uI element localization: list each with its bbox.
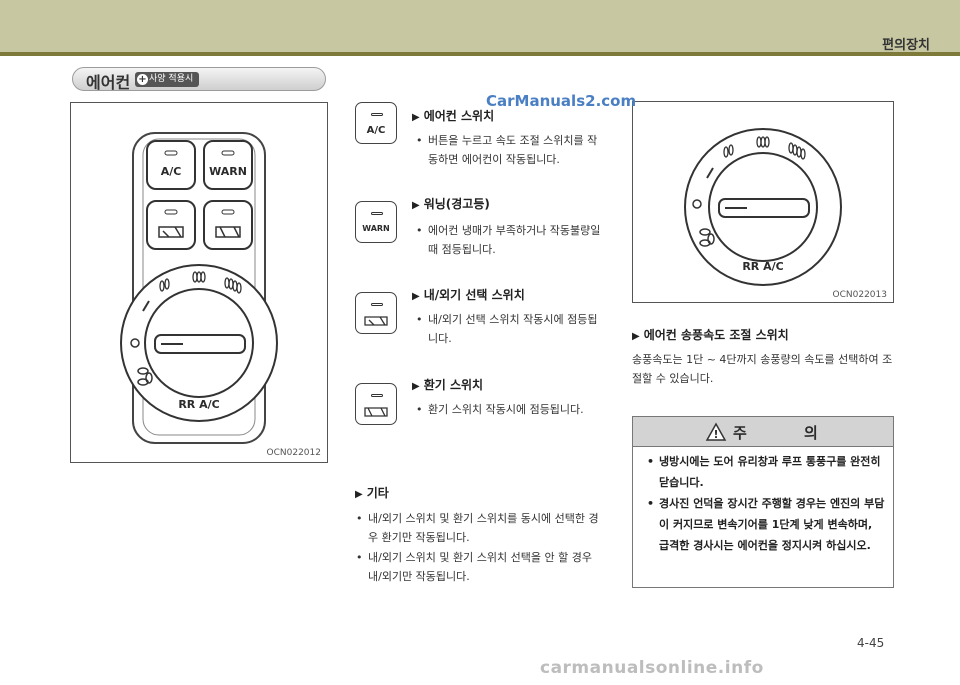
- figure-caption-right: OCN022013: [832, 290, 887, 300]
- header-band: [0, 0, 960, 52]
- icon-label: A/C: [366, 125, 386, 136]
- item-text: 에어컨 냉매가 부족하거나 작동불량일 때 점등됩니다.: [416, 221, 604, 259]
- warn-button-icon: WARN: [355, 201, 397, 243]
- page-number: 4-45: [857, 636, 885, 650]
- caution-title: 주 의: [733, 424, 844, 442]
- triangle-icon: ▶: [412, 381, 420, 392]
- control-panel-figure: A/C WARN RR A/C OCN022012: [70, 102, 328, 463]
- fan-knob-illustration: [684, 128, 842, 286]
- caution-box: ! 주 의 냉방시에는 도어 유리창과 루프 통풍구를 완전히 닫습니다. 경사…: [632, 416, 894, 588]
- recirculation-icon: [364, 316, 388, 326]
- triangle-icon: ▶: [632, 331, 640, 342]
- header-rule: [0, 52, 960, 56]
- option-badge: 사양 적용시: [135, 72, 200, 87]
- knob-label: RR A/C: [742, 260, 784, 273]
- control-panel-illustration: [120, 132, 278, 444]
- indicator-slot: [371, 212, 383, 215]
- icon-label: WARN: [362, 224, 390, 233]
- triangle-icon: ▶: [412, 200, 420, 211]
- item-text: 환기 스위치 작동시에 점등됩니다.: [416, 400, 604, 419]
- panel-warn-label: WARN: [209, 165, 247, 178]
- item-text: 내/외기 선택 스위치 작동시에 점등됩니다.: [416, 310, 604, 348]
- indicator-slot: [371, 394, 383, 397]
- etc-heading: ▶기타: [355, 486, 389, 500]
- figure-caption-left: OCN022012: [266, 448, 321, 458]
- item-heading: ▶환기 스위치: [412, 378, 484, 392]
- triangle-icon: ▶: [355, 489, 363, 500]
- watermark-top: CarManuals2.com: [486, 92, 637, 110]
- indicator-slot: [371, 113, 383, 116]
- caution-header: ! 주 의: [633, 417, 893, 447]
- item-heading: ▶내/외기 선택 스위치: [412, 288, 525, 302]
- section-title-pill: [72, 67, 326, 91]
- triangle-icon: ▶: [412, 112, 420, 123]
- etc-bullet: 내/외기 스위치 및 환기 스위치 선택을 안 할 경우 내/외기만 작동됩니다…: [356, 548, 606, 586]
- caution-bullet: 냉방시에는 도어 유리창과 루프 통풍구를 완전히 닫습니다.: [647, 451, 885, 493]
- fan-heading: ▶에어컨 송풍속도 조절 스위치: [632, 328, 789, 342]
- fan-text: 송풍속도는 1단 ~ 4단까지 송풍량의 속도를 선택하여 조절할 수 있습니다…: [632, 353, 893, 385]
- watermark-bottom: carmanualsonline.info: [540, 658, 764, 678]
- etc-bullet: 내/외기 스위치 및 환기 스위치를 동시에 선택한 경우 환기만 작동됩니다.: [356, 509, 606, 547]
- fan-knob-figure: RR A/C OCN022013: [632, 101, 894, 303]
- caution-bullet: 경사진 언덕을 장시간 주행할 경우는 엔진의 부담이 커지므로 변속기어를 1…: [647, 493, 885, 556]
- item-heading: ▶워닝(경고등): [412, 197, 490, 211]
- triangle-icon: ▶: [412, 291, 420, 302]
- ventilation-icon: [364, 407, 388, 417]
- section-title: 에어컨: [86, 73, 131, 92]
- panel-knob-label: RR A/C: [178, 398, 220, 411]
- recirculation-button-icon: [355, 292, 397, 334]
- panel-ac-label: A/C: [160, 165, 182, 178]
- chapter-title: 편의장치: [882, 38, 930, 53]
- item-text: 버튼을 누르고 속도 조절 스위치를 작동하면 에어컨이 작동됩니다.: [416, 131, 604, 169]
- ventilation-button-icon: [355, 383, 397, 425]
- svg-text:!: !: [713, 428, 718, 441]
- indicator-slot: [371, 303, 383, 306]
- item-heading: ▶에어컨 스위치: [412, 109, 495, 123]
- plus-icon: +: [137, 74, 148, 85]
- ac-button-icon: A/C: [355, 102, 397, 144]
- warning-triangle-icon: !: [705, 422, 727, 441]
